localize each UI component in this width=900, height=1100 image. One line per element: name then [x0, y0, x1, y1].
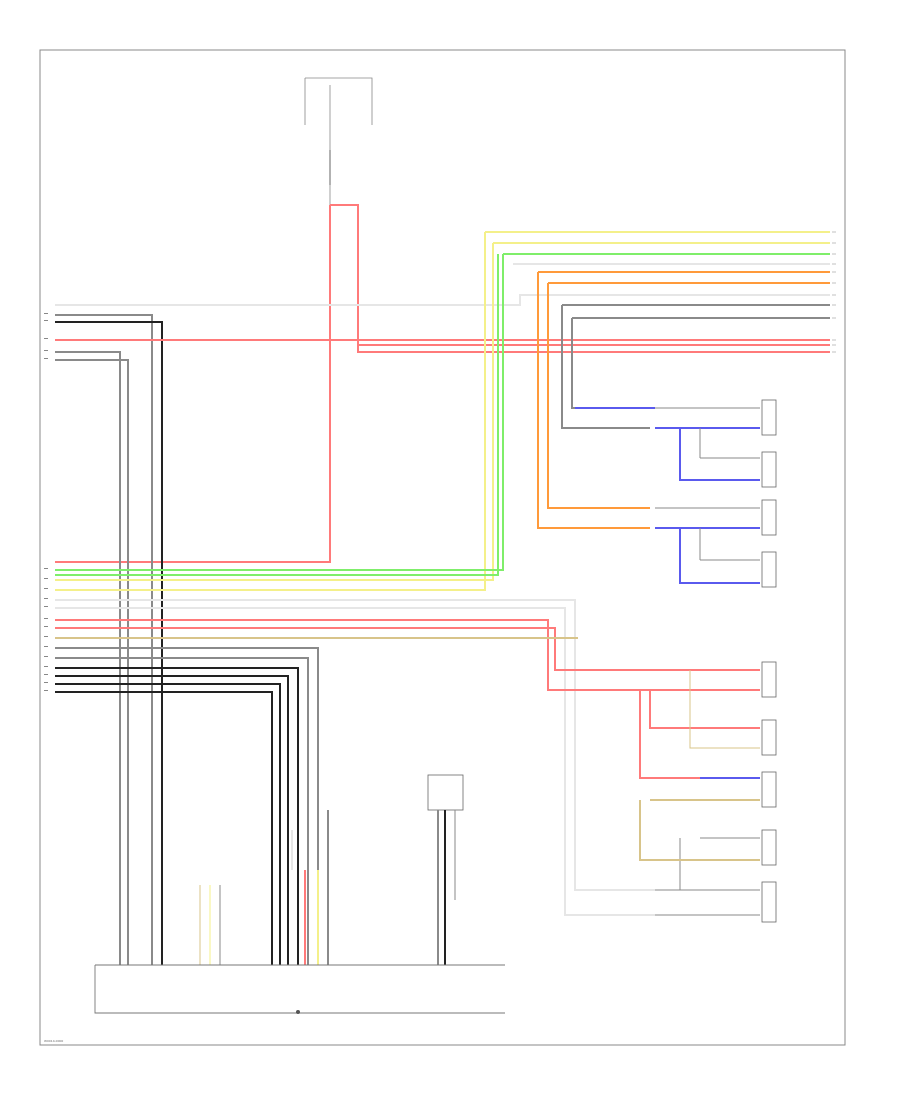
- left-upper-bundle: [55, 294, 830, 965]
- figure-code: W0014-0000: [44, 1039, 63, 1043]
- center-module: [291, 810, 329, 965]
- speaker-6: [761, 719, 777, 756]
- antenna-module: [427, 774, 464, 965]
- diagram-frame: [39, 49, 846, 1046]
- speaker-7: [761, 771, 777, 808]
- speaker-9: [761, 881, 777, 923]
- speaker-1: [761, 399, 777, 436]
- speaker-5: [761, 661, 777, 698]
- speaker-wires-lower: [639, 669, 760, 916]
- speaker-8: [761, 829, 777, 866]
- speaker-3: [761, 499, 777, 536]
- small-component: [199, 885, 221, 965]
- left-pin-marks: [44, 313, 48, 691]
- speaker-components: [761, 399, 777, 923]
- speaker-2: [761, 451, 777, 488]
- right-upper-bundle: [55, 231, 830, 591]
- bottom-control-module: [94, 964, 505, 1014]
- fuse-block-top: [304, 77, 373, 210]
- blue-wires-upper: [575, 407, 760, 584]
- left-lower-bundle: [55, 599, 660, 965]
- right-connector-pins: [832, 231, 836, 353]
- red-feed-wire: [55, 204, 830, 563]
- speaker-4: [761, 551, 777, 588]
